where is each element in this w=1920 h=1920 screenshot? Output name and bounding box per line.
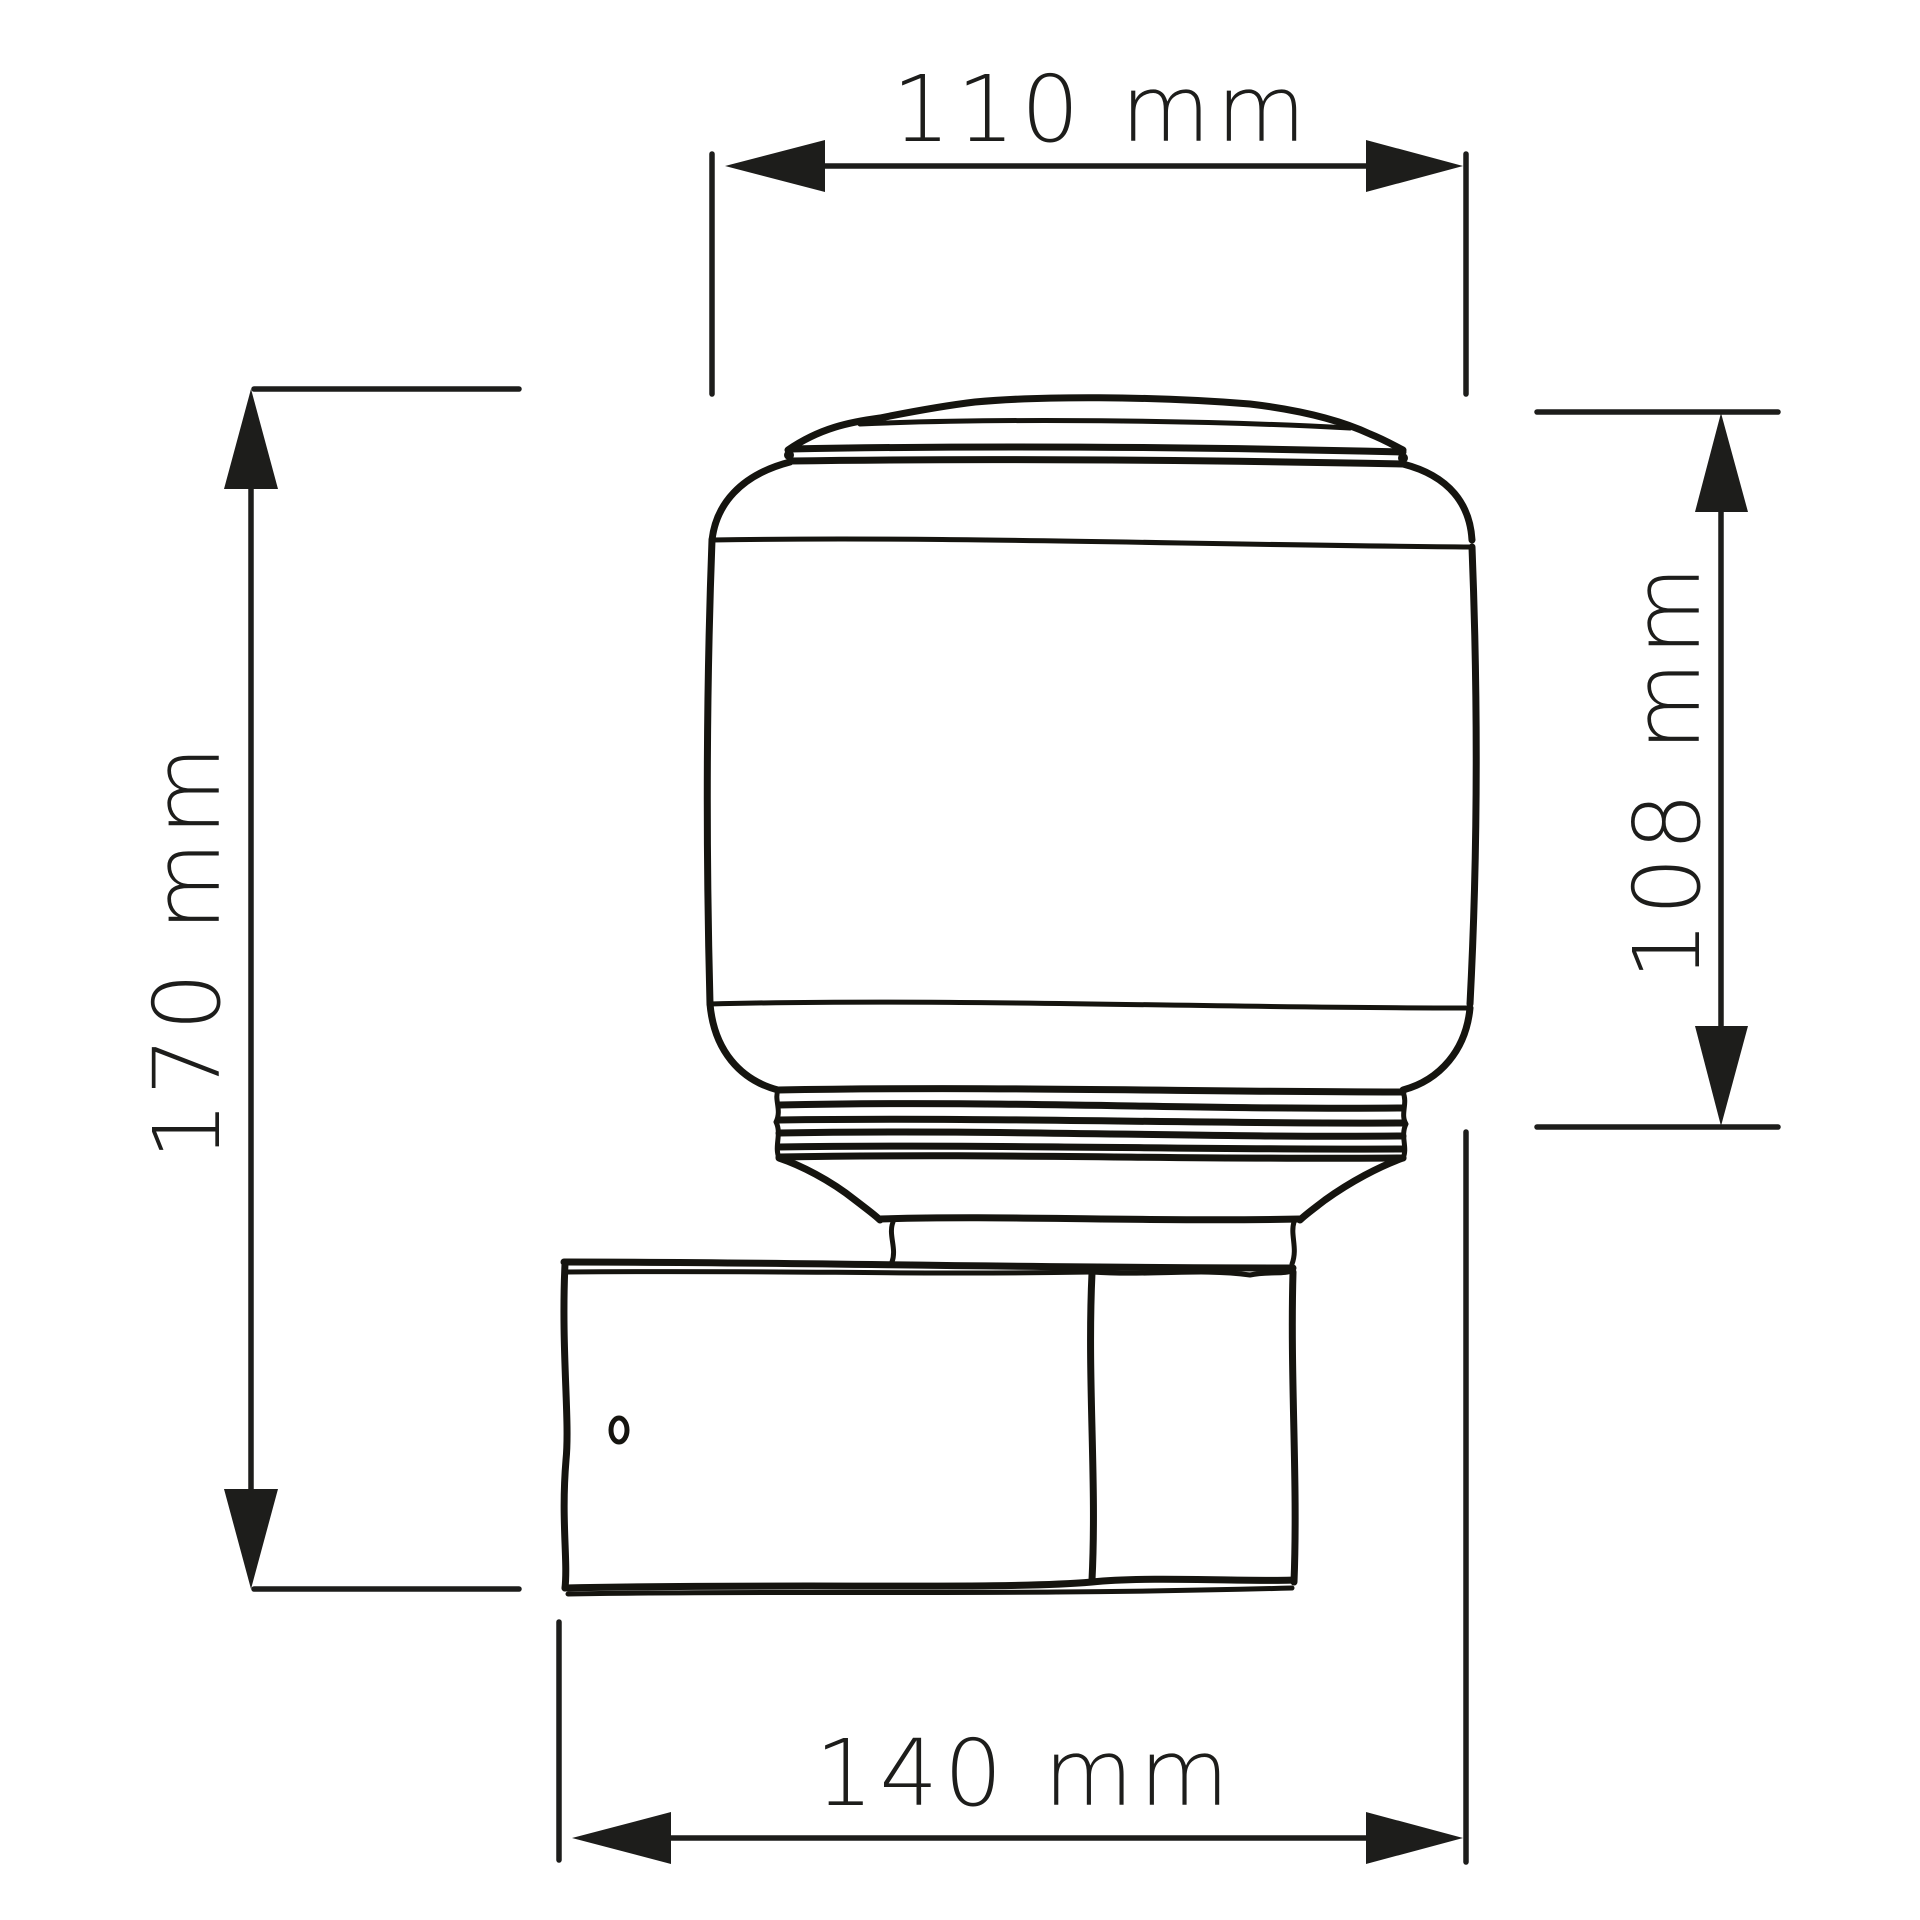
shade-side-left: [703, 536, 716, 1008]
neck-post-left: [888, 1219, 897, 1265]
arrowhead-left-icon: [572, 1812, 671, 1864]
collar-band-3: [775, 1115, 1407, 1127]
shade-cap-dome: [784, 394, 1407, 454]
dimension-total-depth: [556, 1129, 1469, 1865]
mount-top-edge-inner: [563, 1269, 1095, 1276]
arrowhead-up-icon: [1695, 413, 1748, 512]
shade-side-right: [1466, 543, 1480, 1008]
shade-top-seam: [709, 536, 1475, 550]
dimension-label-shade-width: 110 mm: [891, 56, 1313, 163]
shade-lower-shoulder-right: [1399, 1004, 1474, 1094]
shade-shoulder-left: [708, 458, 794, 544]
collar-side-right: [1400, 1089, 1409, 1161]
mount-top-edge: [560, 1258, 1297, 1272]
collar-side-left: [773, 1087, 782, 1161]
dimension-label-total-height: 170 mm: [134, 739, 241, 1161]
collar-band-5: [775, 1142, 1407, 1153]
arrowhead-up-icon: [224, 389, 278, 489]
arrowhead-right-icon: [1366, 1812, 1463, 1864]
dimension-shade-width: [709, 140, 1469, 397]
shade-shoulder-right: [1399, 460, 1476, 544]
arrowhead-left-icon: [725, 140, 825, 192]
flare-right: [1296, 1154, 1407, 1224]
arrowhead-down-icon: [1695, 1026, 1748, 1126]
dimension-label-total-depth: 140 mm: [814, 1720, 1236, 1827]
shade-cap-rim-top: [786, 443, 1407, 456]
dimension-shade-height: [1534, 409, 1781, 1130]
arrowhead-down-icon: [224, 1489, 278, 1589]
lamp-collar: [773, 1085, 1409, 1267]
neck-ring: [876, 1214, 1304, 1224]
mount-divider: [1087, 1269, 1097, 1584]
lamp-wall-mount: [560, 1258, 1299, 1597]
collar-band-2: [775, 1100, 1407, 1112]
dimension-label-shade-height: 108 mm: [1614, 559, 1721, 981]
shade-cap-inner-line: [857, 418, 1353, 431]
screw-hole-icon: [608, 1415, 630, 1445]
collar-band-6: [775, 1152, 1407, 1162]
collar-band-1: [774, 1085, 1407, 1096]
shade-bottom-seam: [707, 999, 1473, 1011]
flare-left: [775, 1154, 884, 1224]
rim-joint-left: [784, 450, 794, 460]
mount-bottom-edge-inner: [565, 1585, 1295, 1597]
mount-left-edge: [560, 1260, 571, 1592]
arrowhead-right-icon: [1366, 140, 1463, 192]
mount-bottom-edge: [561, 1575, 1298, 1592]
mount-right-edge: [1288, 1268, 1299, 1586]
shade-lower-shoulder-left: [706, 1000, 782, 1094]
neck-post-right: [1289, 1219, 1297, 1267]
lamp-shade: [703, 394, 1480, 1094]
rim-joint-right: [1398, 453, 1408, 463]
mount-top-right-detail: [1089, 1267, 1296, 1278]
shade-cap-rim-bottom: [786, 456, 1407, 468]
dimension-total-height: [224, 386, 522, 1592]
collar-band-4: [775, 1128, 1407, 1140]
